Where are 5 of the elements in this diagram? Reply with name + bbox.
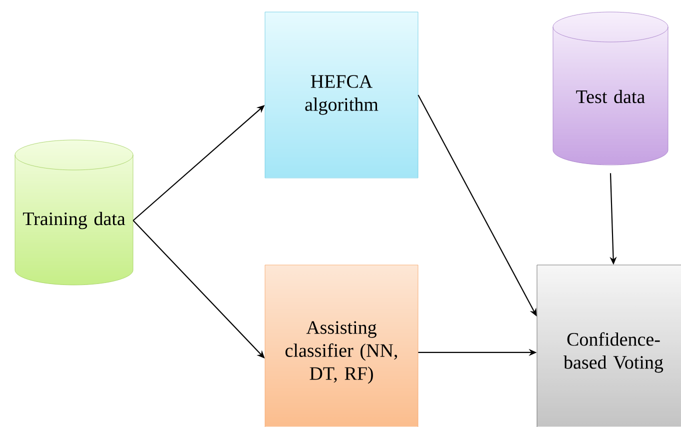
database-cylinder: Training data (14, 140, 134, 286)
process-box: Confidence-based Voting (536, 264, 681, 427)
process-box: HEFCA algorithm (264, 12, 418, 178)
database-cylinder: Test data (552, 12, 668, 166)
process-box: Assisting classifier (NN, DT, RF) (264, 264, 418, 427)
